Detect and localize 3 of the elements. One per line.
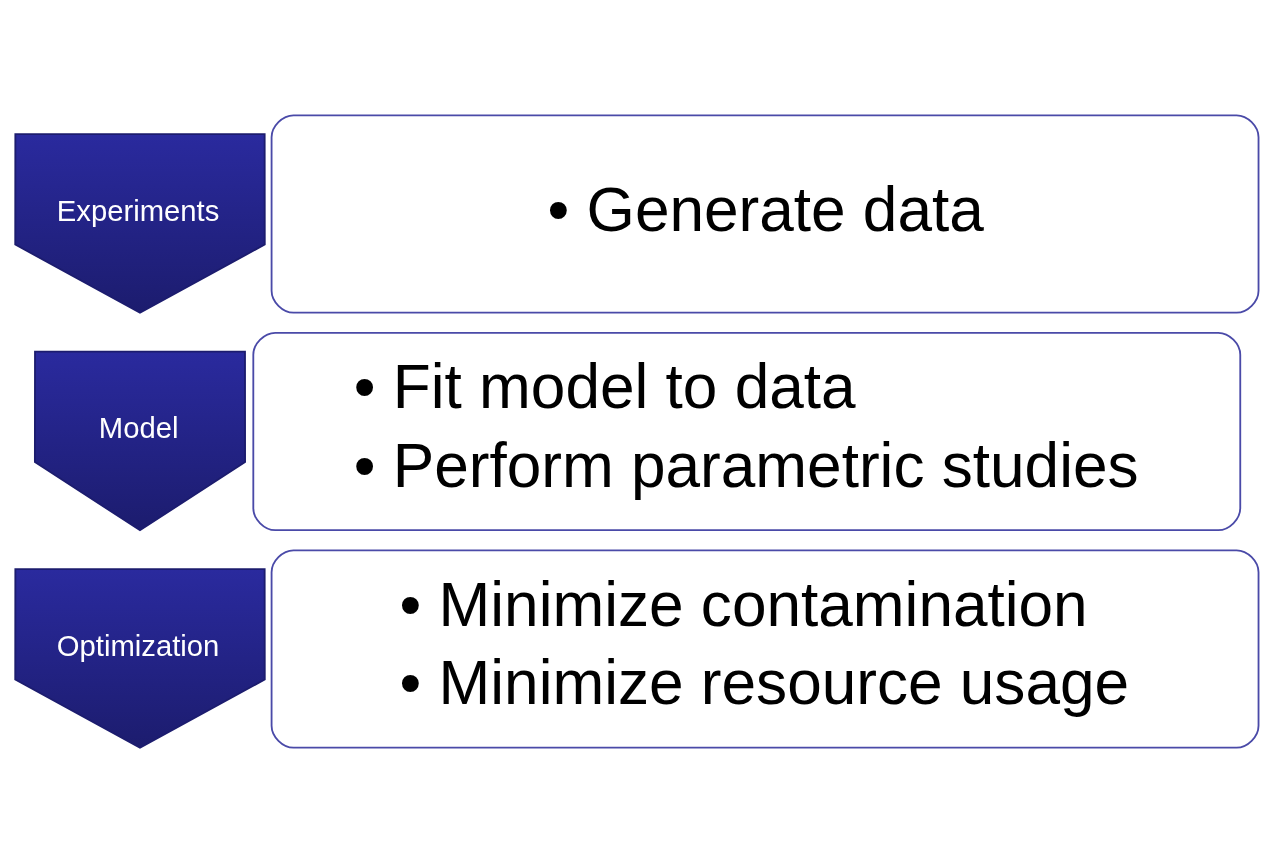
node-box: • Generate data bbox=[270, 114, 1260, 314]
node-box: • Fit model to data • Perform parametric studies bbox=[252, 331, 1242, 532]
node-box: • Minimize contamination • Minimize resource usage bbox=[270, 549, 1260, 749]
